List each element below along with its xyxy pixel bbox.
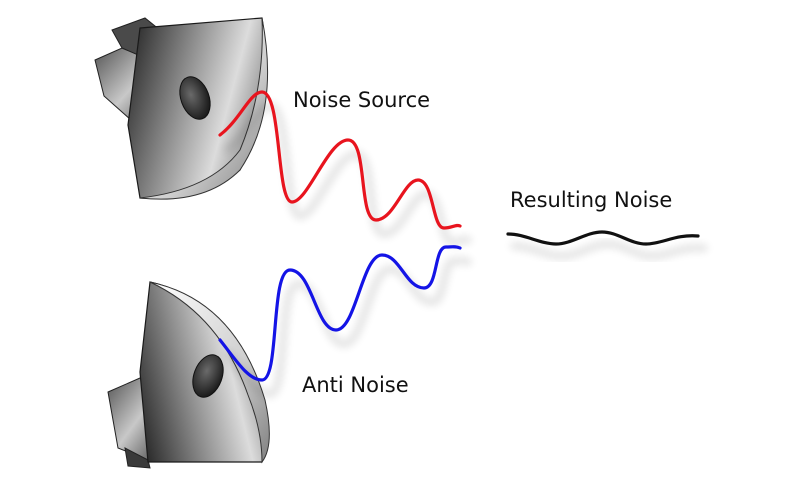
noise-source-label: Noise Source — [293, 88, 430, 112]
bottom-speaker-dustcap — [192, 354, 224, 398]
anti-noise-label: Anti Noise — [302, 373, 409, 397]
anti-noise-wave — [218, 245, 462, 382]
resulting-noise-label: Resulting Noise — [510, 188, 672, 212]
top-speaker-dustcap — [179, 76, 211, 120]
resulting-noise-wave — [506, 230, 700, 246]
top-speaker-icon — [94, 17, 269, 200]
bottom-speaker-icon — [107, 281, 270, 469]
top-speaker-rim — [139, 17, 269, 200]
noise-source-wave — [218, 90, 462, 230]
